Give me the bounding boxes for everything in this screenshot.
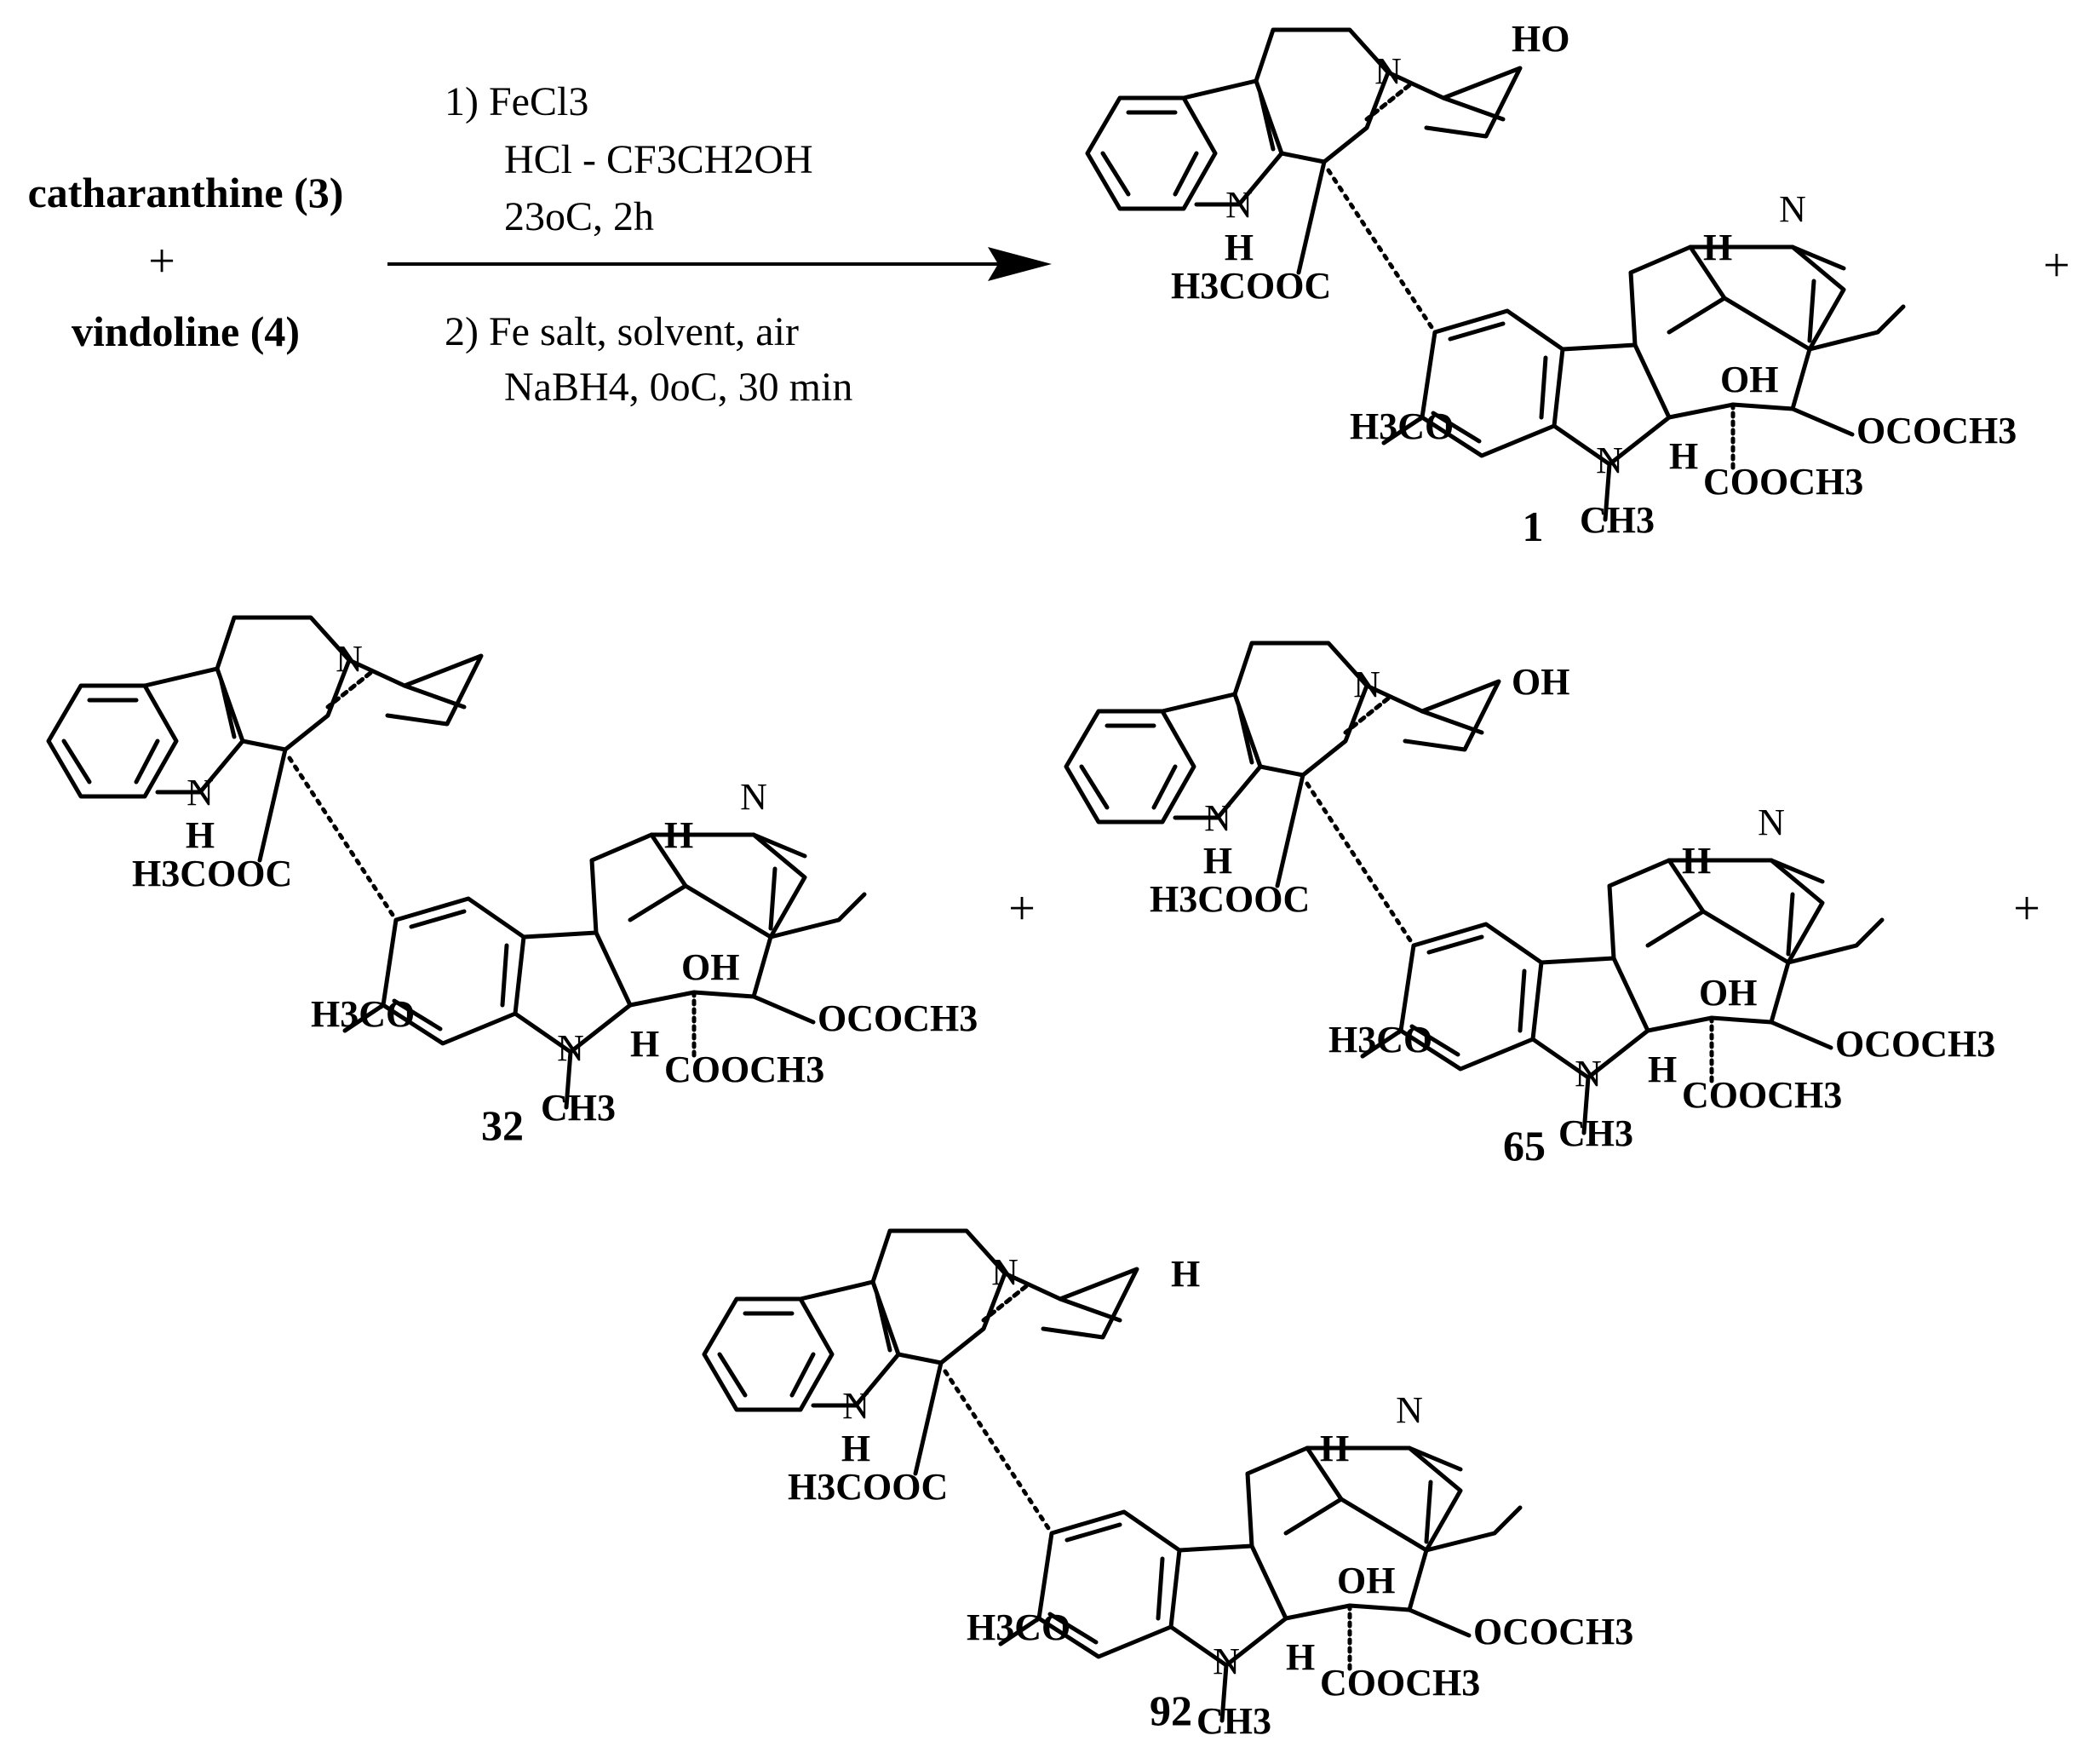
methoxy-group: H3CO [311,993,415,1035]
methoxy-group: H3CO [967,1606,1070,1648]
ester-group: H3COOC [1171,265,1331,307]
hydroxyl-label: OH [681,946,739,988]
atom-label-h: H [1320,1428,1349,1469]
atom-label-n: N [842,1385,869,1427]
reactant-vindoline: vindoline (4) [72,307,300,355]
structure-product-65: N OH N H H3COOC N H OH H3CO N H OCOCH3 C… [1066,643,1995,1154]
ester-group: COOCH3 [1682,1074,1842,1116]
reactant-plus: + [148,235,175,288]
structure-product-32: N N H H3COOC N H OH H3CO N H OCOCH3 CH3 … [49,618,978,1129]
atom-label-h: H [1286,1636,1315,1678]
atom-label-h: H [1648,1049,1677,1090]
plus-sign: + [1008,882,1036,935]
condition-step1-title: 1) FeCl3 [445,79,588,124]
atom-label-h: H [841,1428,870,1469]
ester-group: H3COOC [1150,878,1310,920]
atom-label-n: N [1596,440,1623,481]
ester-group: COOCH3 [1703,461,1863,503]
atom-label-n: N [1204,797,1231,839]
condition-step1-reagents: HCl - CF3CH2OH [504,137,813,182]
acetate-group: OCOCH3 [1856,410,2017,451]
plus-sign: + [2013,882,2040,935]
compound-number-65: 65 [1503,1122,1546,1169]
methoxy-group: H3CO [1350,405,1454,447]
n-methyl-group: CH3 [1558,1112,1633,1154]
atom-label-n: N [1374,50,1402,92]
atom-label-n: N [1225,184,1253,226]
atom-label-h: H [630,1023,659,1065]
atom-label-h: H [1669,435,1698,477]
plus-sign: + [2043,239,2070,292]
structure-product-92: N H N H H3COOC N H OH H3CO N H OCOCH3 CH… [704,1231,1633,1742]
atom-label-n: N [186,772,214,813]
atom-label-n: N [991,1251,1018,1293]
hydroxyl-label: OH [1720,359,1778,400]
ester-group: COOCH3 [1320,1662,1480,1704]
n-methyl-group: CH3 [541,1087,616,1129]
atom-label-h: H [1203,840,1232,882]
atom-label-n: N [1213,1641,1240,1682]
ester-group: H3COOC [788,1466,948,1508]
reaction-arrow [387,247,1052,281]
atom-label-n: N [336,638,363,680]
atom-label-h: H [186,814,215,856]
atom-label-h: H [664,814,693,856]
atom-label-n: N [740,776,767,818]
atom-label-n: N [1396,1389,1423,1431]
hydroxyl-label: OH [1699,972,1757,1014]
ester-group: H3COOC [132,853,292,894]
hydroxyl-label: OH [1337,1560,1395,1601]
ester-group: COOCH3 [664,1049,824,1090]
acetate-group: OCOCH3 [1473,1611,1633,1652]
condition-step1-temp-time: 23oC, 2h [504,194,654,239]
atom-label-h: H [1225,227,1254,268]
c20-substituent: OH [1512,661,1569,703]
n-methyl-group: CH3 [1580,499,1655,541]
compound-number-32: 32 [481,1101,524,1149]
acetate-group: OCOCH3 [818,997,978,1039]
compound-number-92: 92 [1150,1687,1192,1734]
reactant-catharanthine: catharanthine (3) [28,169,344,216]
atom-label-n: N [1353,664,1380,705]
atom-label-n: N [1779,188,1806,230]
structure-product-1: N HO N H H3COOC N H OH H3CO N H OCOCH3 C… [1087,18,2017,541]
n-methyl-group: CH3 [1196,1700,1271,1742]
methoxy-group: H3CO [1328,1019,1432,1060]
atom-label-h: H [1682,840,1711,882]
condition-step2-title: 2) Fe salt, solvent, air [445,309,799,354]
c20-substituent: HO [1512,18,1569,60]
condition-step2-reagents: NaBH4, 0oC, 30 min [504,365,852,410]
atom-label-h: H [1703,227,1732,268]
atom-label-n: N [1575,1053,1602,1095]
acetate-group: OCOCH3 [1835,1023,1995,1065]
atom-label-n: N [557,1027,584,1069]
atom-label-n: N [1758,802,1785,843]
c20-substituent: H [1171,1253,1200,1295]
compound-number-1: 1 [1523,503,1544,550]
